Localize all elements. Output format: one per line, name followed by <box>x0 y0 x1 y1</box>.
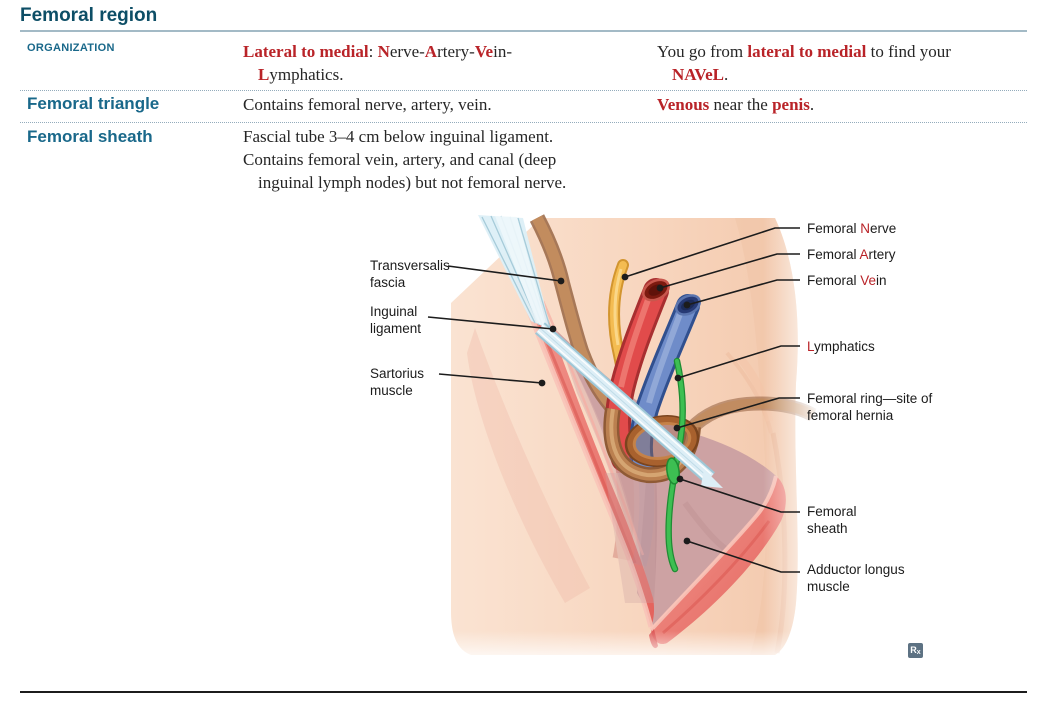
label-femoral-sheath: Femoral <box>807 504 857 519</box>
label-femoral-ring: Femoral ring—site of <box>807 391 933 406</box>
svg-text:sheath: sheath <box>807 521 848 536</box>
label-femoral-vein: Femoral Vein <box>807 273 887 288</box>
femoral-region-illustration: Transversalis fascia Inguinal ligament S… <box>355 203 1040 663</box>
bottom-divider <box>20 691 1027 693</box>
svg-text:ligament: ligament <box>370 321 421 336</box>
organization-text: Lateral to medial: Nerve-Artery-Vein-Lym… <box>243 42 512 84</box>
lymphatics-vessel <box>665 357 686 573</box>
row-label-femoral-triangle: Femoral triangle <box>27 94 160 113</box>
femoral-vein-vessel <box>628 294 701 481</box>
inguinal-ligament-band <box>478 215 723 488</box>
label-sartorius-muscle: Sartorius <box>370 366 424 381</box>
bottom-fade <box>445 631 815 663</box>
label-transversalis-fascia: Transversalis <box>370 258 450 273</box>
svg-text:fascia: fascia <box>370 275 406 290</box>
table-row: Femoral sheath Fascial tube 3–4 cm below… <box>20 123 1027 203</box>
femoral-triangle-mnemonic: Venous near the penis. <box>657 95 815 114</box>
table-row: Femoral triangle Contains femoral nerve,… <box>20 91 1027 123</box>
label-inguinal-ligament: Inguinal <box>370 304 417 319</box>
svg-text:muscle: muscle <box>370 383 413 398</box>
figure-labels: Transversalis fascia Inguinal ligament S… <box>370 221 933 594</box>
leader-lines <box>427 227 800 573</box>
label-adductor-longus: Adductor longus <box>807 562 905 577</box>
svg-text:femoral hernia: femoral hernia <box>807 408 894 423</box>
row-label-organization: ORGANIZATION <box>27 42 115 54</box>
table-row: ORGANIZATION Lateral to medial: Nerve-Ar… <box>20 38 1027 91</box>
femoral-triangle-text: Contains femoral nerve, artery, vein. <box>243 95 492 114</box>
header-divider <box>20 30 1027 32</box>
page-title: Femoral region <box>20 5 158 26</box>
femoral-sheath-text: Fascial tube 3–4 cm below inguinal ligam… <box>243 127 567 192</box>
label-femoral-nerve: Femoral Nerve <box>807 221 896 236</box>
label-lymphatics: Lymphatics <box>807 339 875 354</box>
svg-text:muscle: muscle <box>807 579 850 594</box>
right-fade <box>763 213 823 661</box>
label-femoral-artery: Femoral Artery <box>807 247 896 262</box>
organization-mnemonic: You go from lateral to medial to find yo… <box>657 42 951 84</box>
row-label-femoral-sheath: Femoral sheath <box>27 127 153 146</box>
